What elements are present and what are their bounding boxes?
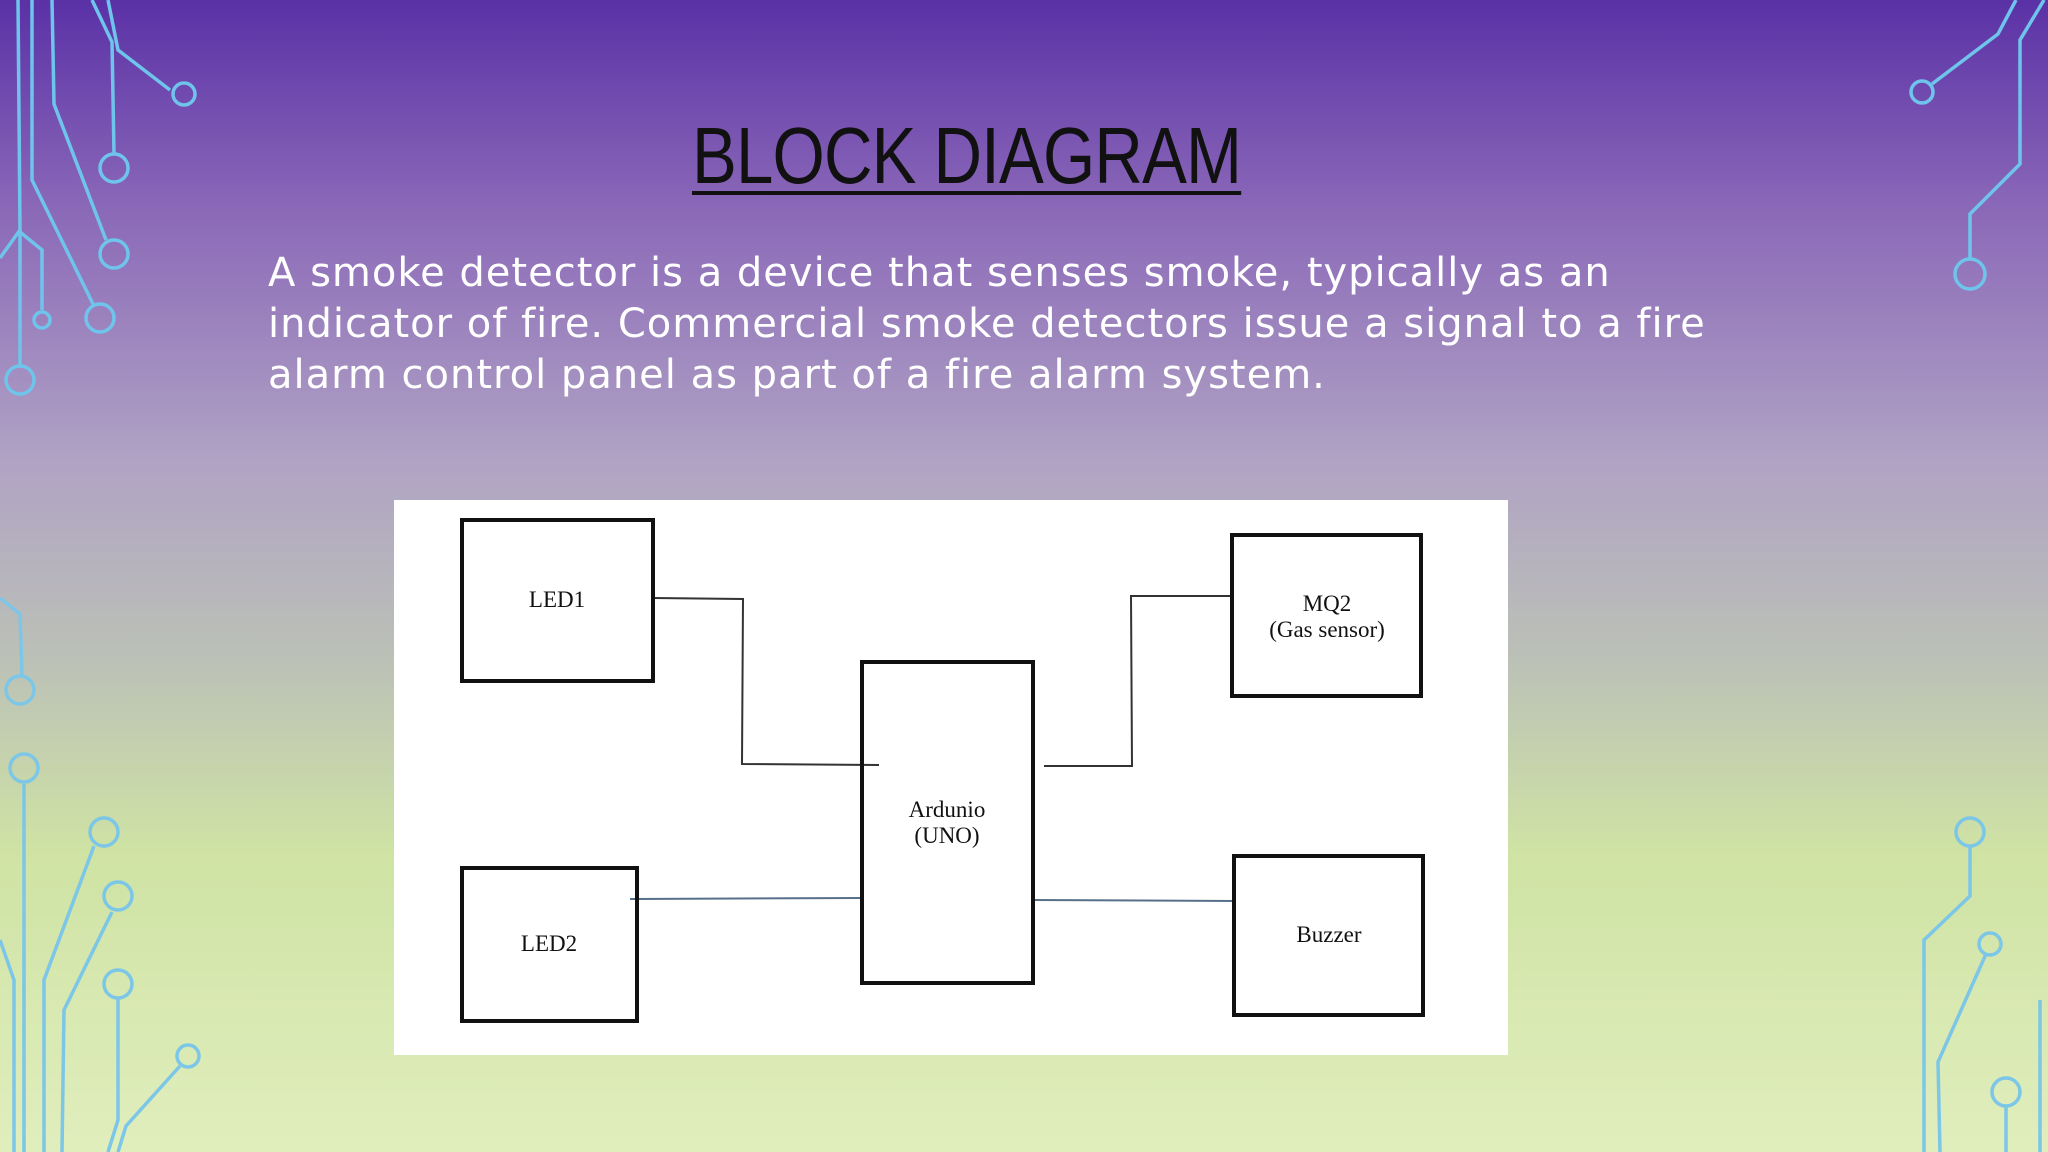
block-diagram-canvas: LED1 LED2 Ardunio (UNO) MQ2 (Gas sensor)… (460, 518, 1425, 1023)
node-arduino-label-line2: (UNO) (914, 823, 979, 848)
circuit-top-left (0, 0, 197, 396)
connector-lines (629, 595, 1237, 902)
wire-led1-arduino (652, 597, 880, 766)
slide-description: A smoke detector is a device that senses… (268, 250, 1706, 398)
node-arduino: Ardunio (UNO) (860, 660, 1035, 985)
node-led1-box (460, 518, 655, 683)
node-led2-box (460, 866, 639, 1023)
node-led2-label: LED2 (521, 931, 577, 956)
block-diagram: LED1 LED2 Ardunio (UNO) MQ2 (Gas sensor)… (394, 500, 1508, 1055)
node-mq2-box (1230, 533, 1423, 698)
circuit-bottom-left (0, 596, 201, 1152)
wire-arduino-mq2 (1044, 595, 1232, 767)
circuit-top-right (1909, 0, 2046, 291)
node-arduino-box (860, 660, 1035, 985)
node-led1: LED1 (460, 518, 655, 683)
node-buzzer-box (1232, 854, 1425, 1017)
node-mq2-label-line2: (Gas sensor) (1269, 617, 1385, 642)
wire-led2-arduino (629, 897, 863, 900)
node-buzzer-label: Buzzer (1296, 922, 1361, 947)
circuit-bottom-right (1922, 816, 2042, 1152)
node-arduino-label-line1: Ardunio (909, 797, 986, 822)
node-mq2: MQ2 (Gas sensor) (1230, 533, 1423, 698)
node-led1-label: LED1 (529, 587, 585, 612)
node-buzzer: Buzzer (1232, 854, 1425, 1017)
node-led2: LED2 (460, 866, 639, 1023)
node-mq2-label-line1: MQ2 (1303, 591, 1352, 616)
slide-title: BLOCK DIAGRAM (692, 111, 1242, 200)
wire-arduino-buzzer (1032, 899, 1237, 902)
